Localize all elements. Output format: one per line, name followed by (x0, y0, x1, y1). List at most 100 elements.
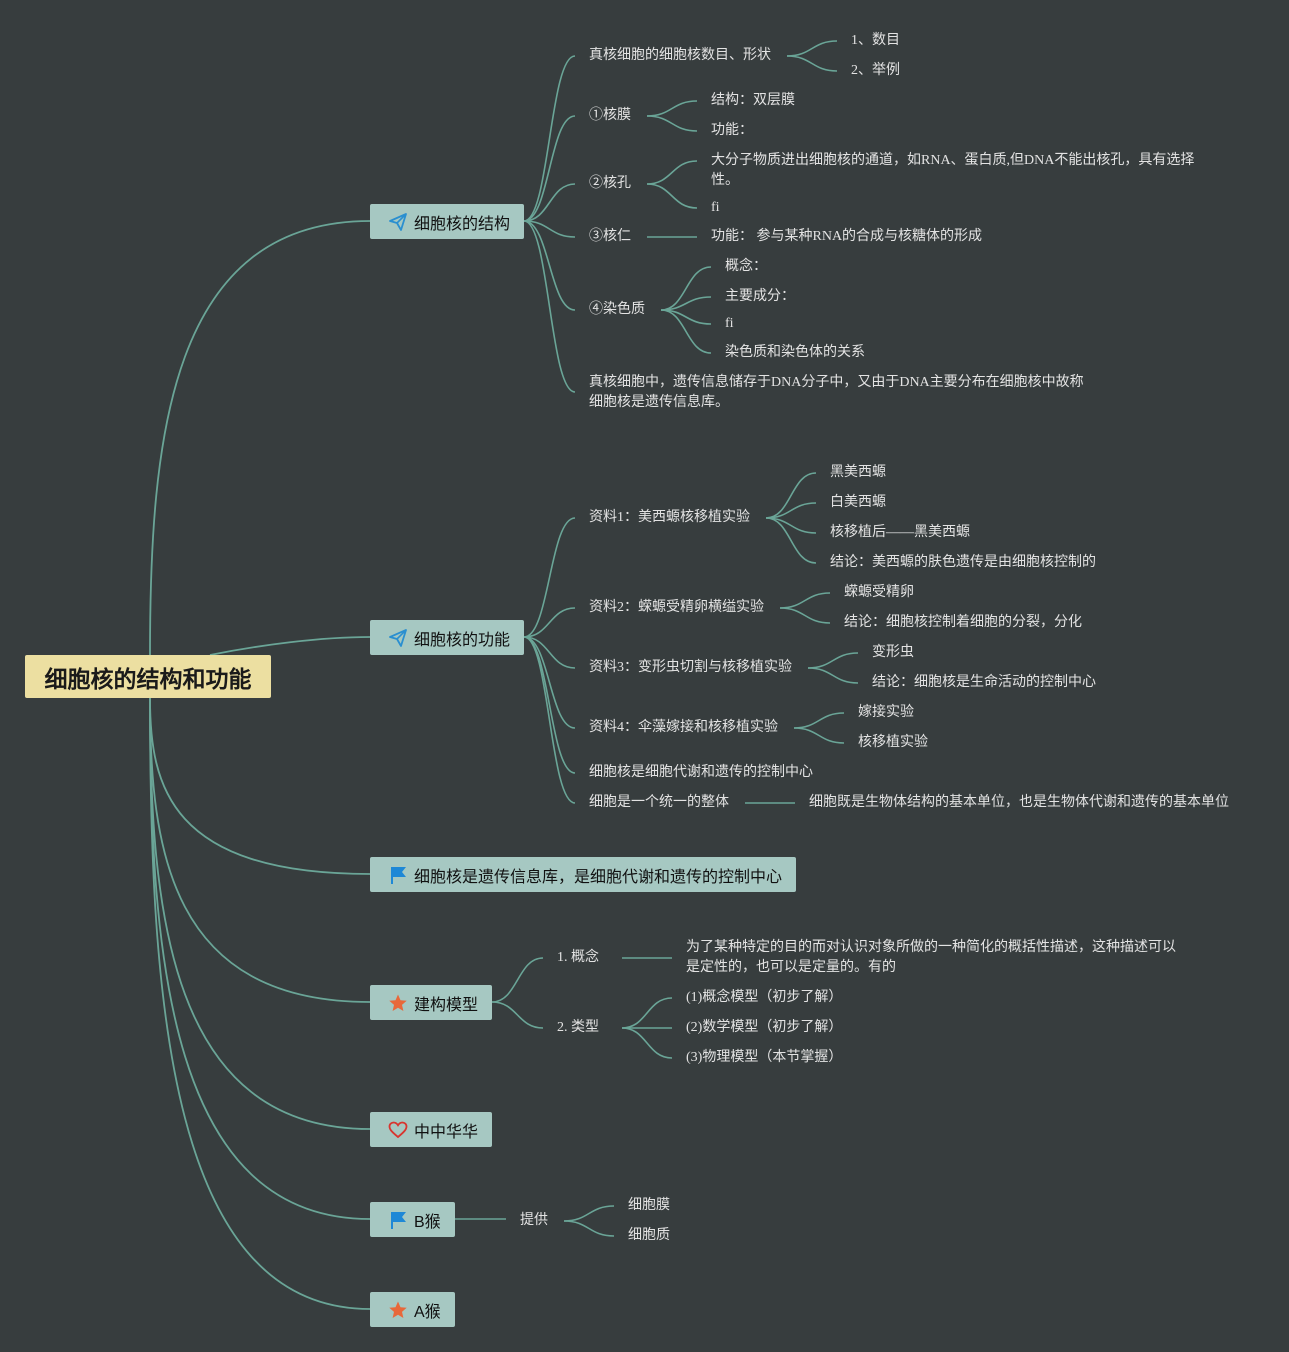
heart-icon (388, 1120, 408, 1140)
material-3-node[interactable]: 资料3：变形虫切割与核移植实验 (589, 660, 792, 675)
branch-a-monkey[interactable]: A猴 (370, 1292, 455, 1327)
material-1-item[interactable]: 白美西螈 (830, 495, 886, 510)
membrane-item[interactable]: 结构：双层膜 (711, 93, 795, 108)
branch-library[interactable]: 细胞核是遗传信息库，是细胞代谢和遗传的控制中心 (370, 857, 797, 892)
material-1-item[interactable]: 结论：美西螈的肤色遗传是由细胞核控制的 (830, 555, 1096, 570)
branch-structure-label: 细胞核的结构 (414, 215, 511, 233)
model-type-item[interactable]: (2)数学模型（初步了解） (686, 1020, 843, 1035)
material-3-item[interactable]: 变形虫 (872, 645, 914, 660)
branch-b-monkey[interactable]: B猴 (370, 1202, 455, 1237)
function-connector (523, 636, 576, 729)
connector (786, 40, 838, 57)
connector (779, 607, 831, 624)
chromatin-item[interactable]: 染色质和染色体的关系 (725, 345, 865, 360)
connector (765, 472, 817, 519)
model-concept-node[interactable]: 1. 概念 (557, 950, 599, 965)
connector (563, 1205, 615, 1222)
structure-connector (523, 115, 576, 222)
root-connector (149, 697, 371, 1310)
pore-node[interactable]: ②核孔 (589, 176, 631, 191)
nucleolus-node[interactable]: ③核仁 (589, 229, 631, 244)
nucleus-count-item[interactable]: 1、数目 (851, 33, 900, 48)
flag-icon (388, 865, 408, 885)
paper-plane-icon (388, 628, 408, 648)
chromatin-node[interactable]: ④染色质 (589, 302, 645, 317)
chromatin-item[interactable]: 主要成分： (725, 289, 795, 304)
model-connector (491, 957, 544, 1003)
paper-plane-icon (388, 212, 408, 232)
structure-connector (523, 220, 576, 393)
connector (660, 266, 712, 311)
connector (793, 727, 845, 744)
structure-connector (523, 220, 576, 238)
branch-model-label: 建构模型 (414, 996, 479, 1014)
root-connector (209, 636, 371, 656)
chromatin-item[interactable]: fi (725, 316, 734, 331)
root-connector (149, 697, 371, 1130)
root-connector (149, 697, 371, 1220)
membrane-item[interactable]: 功能： (711, 123, 753, 138)
structure-connector (523, 55, 576, 222)
provide-item[interactable]: 细胞质 (628, 1228, 670, 1243)
model-types-node[interactable]: 2. 类型 (557, 1020, 599, 1035)
connector (621, 1027, 673, 1059)
material-2-item[interactable]: 结论：细胞核控制着细胞的分裂，分化 (844, 615, 1082, 630)
model-type-item[interactable]: (3)物理模型（本节掌握） (686, 1050, 843, 1065)
root-connector (149, 697, 371, 1003)
structure-connector (523, 183, 576, 222)
connector (563, 1220, 615, 1237)
material-4-node[interactable]: 资料4：伞藻嫁接和核移植实验 (589, 720, 778, 735)
connector (779, 592, 831, 609)
material-1-item[interactable]: 黑美西螈 (830, 465, 886, 480)
connector (621, 997, 673, 1029)
branch-model[interactable]: 建构模型 (370, 985, 493, 1020)
material-2-item[interactable]: 蝾螈受精卵 (844, 585, 914, 600)
function-connector (523, 636, 576, 669)
nucleus-count-title[interactable]: 真核细胞的细胞核数目、形状 (589, 48, 771, 63)
nucleus-count-item[interactable]: 2、举例 (851, 63, 900, 78)
pore-item[interactable]: fi (711, 200, 720, 215)
flag-icon (388, 1210, 408, 1230)
connector (646, 115, 698, 132)
branch-function[interactable]: 细胞核的功能 (370, 620, 525, 655)
model-concept-item[interactable]: 为了某种特定的目的而对认识对象所做的一种简化的概括性描述，这种描述可以是定性的，… (686, 940, 1176, 975)
material-2-node[interactable]: 资料2：蝾螈受精卵横缢实验 (589, 600, 764, 615)
membrane-node[interactable]: ①核膜 (589, 108, 631, 123)
connector (646, 100, 698, 117)
root-connector (149, 220, 371, 656)
material-1-item[interactable]: 核移植后——黑美西螈 (830, 525, 970, 540)
provide-item[interactable]: 细胞膜 (628, 1198, 670, 1213)
chromatin-item[interactable]: 概念： (725, 259, 767, 274)
branch-function-label: 细胞核的功能 (414, 631, 511, 649)
function-connector (523, 607, 576, 638)
material-3-item[interactable]: 结论：细胞核是生命活动的控制中心 (872, 675, 1096, 690)
connector (807, 652, 859, 669)
function-connector (523, 636, 576, 804)
structure-connector (523, 220, 576, 311)
root-topic[interactable]: 细胞核的结构和功能 (25, 655, 271, 698)
pore-item[interactable]: 大分子物质进出细胞核的通道，如RNA、蛋白质,但DNA不能出核孔，具有选择性。 (711, 153, 1195, 188)
branch-zzhh[interactable]: 中中华华 (370, 1112, 493, 1147)
unity-node[interactable]: 细胞是一个统一的整体 (589, 795, 729, 810)
material-4-item[interactable]: 嫁接实验 (858, 705, 914, 720)
unity-item[interactable]: 细胞既是生物体结构的基本单位，也是生物体代谢和遗传的基本单位 (809, 795, 1229, 810)
connector (646, 160, 698, 185)
branch-b-monkey-label: B猴 (414, 1213, 441, 1231)
structure-summary[interactable]: 真核细胞中，遗传信息储存于DNA分子中，又由于DNA主要分布在细胞核中故称细胞核… (589, 375, 1084, 410)
star-icon (388, 1300, 408, 1320)
control-center-node[interactable]: 细胞核是细胞代谢和遗传的控制中心 (589, 765, 813, 780)
nucleolus-item[interactable]: 功能： 参与某种RNA的合成与核糖体的形成 (711, 229, 983, 244)
branch-zzhh-label: 中中华华 (414, 1123, 479, 1141)
model-type-item[interactable]: (1)概念模型（初步了解） (686, 990, 843, 1005)
connector (807, 667, 859, 684)
function-connector (523, 636, 576, 774)
material-4-item[interactable]: 核移植实验 (858, 735, 928, 750)
root-connector (149, 697, 371, 875)
connector (765, 517, 817, 564)
connector (786, 55, 838, 72)
provide-node[interactable]: 提供 (520, 1213, 548, 1228)
material-1-node[interactable]: 资料1：美西螈核移植实验 (589, 510, 750, 525)
branch-structure[interactable]: 细胞核的结构 (370, 204, 525, 239)
